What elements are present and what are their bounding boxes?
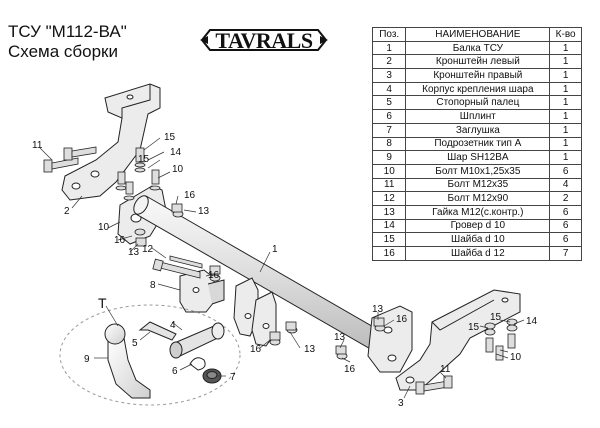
callout-14-a: 14 [170,147,182,158]
callout-13-c: 13 [304,344,316,355]
callout-13-b: 13 [128,247,140,258]
callout-16-e: 16 [396,314,408,325]
center-hitch-brackets [233,277,277,347]
leader-lines [39,137,525,399]
socket-bracket-part-8 [179,269,225,313]
callout-3: 3 [398,398,404,409]
cell-qty: 7 [549,246,582,261]
right-vertical-bolts [485,333,516,361]
callout-11-left: 11 [32,140,43,151]
tow-ball-part-9 [104,323,151,399]
callout-5: 5 [132,338,138,349]
cell-name: Шайба d 12 [405,246,551,261]
cell-pos: 14 [371,218,407,234]
callout-16-b: 16 [114,235,126,246]
callout-15-d: 15 [490,312,502,323]
stop-pin-part-5 [138,321,177,341]
cell-pos: 2 [371,54,407,70]
callout-12: 12 [142,244,154,255]
callout-15-a: 15 [164,132,176,143]
callout-7: 7 [230,372,236,383]
cotter-pin-part-6 [189,357,206,371]
callout-15-c: 15 [468,322,480,333]
callout-16-a: 16 [184,190,196,201]
callout-13-e: 13 [334,332,346,343]
callout-2: 2 [64,206,70,217]
callout-15-b: 15 [138,154,150,165]
ball-mount-body-part-4 [169,322,225,359]
callout-6: 6 [172,366,178,377]
callout-labels: 11 2 15 14 15 10 16 13 10 16 13 1 12 16 … [32,132,538,409]
cell-qty: 1 [549,122,582,138]
diagram-title: ТСУ "М112-ВА" Схема сборки [8,22,127,62]
nuts-and-washers [134,203,518,360]
callout-11-right: 11 [440,364,451,375]
callout-9: 9 [84,354,90,365]
cell-pos: 16 [371,246,407,261]
logo-text: TAVRALS [215,28,312,53]
callout-10-a: 10 [172,164,184,175]
title-line-scheme: Схема сборки [8,42,118,61]
callout-4: 4 [170,320,176,331]
callout-14-b: 14 [526,316,538,327]
callout-16-f: 16 [344,364,356,375]
callout-10-c: 10 [510,352,522,363]
cell-pos: 9 [371,150,407,165]
left-bolt-part-11 [43,146,97,173]
callout-8: 8 [150,280,156,291]
callout-13-a: 13 [198,206,210,217]
header-qty: К-во [549,27,582,42]
left-vertical-fasteners [115,147,161,201]
callout-T: T [98,295,107,311]
callout-13-d: 13 [372,304,384,315]
callout-10-b: 10 [98,222,110,233]
right-bolt-part-11 [415,375,453,395]
title-line-model: ТСУ "М112-ВА" [8,22,127,41]
callout-16-d: 16 [250,344,262,355]
left-bracket-part-2 [61,83,161,201]
tavrals-logo: TAVRALS [200,28,328,53]
callout-16-c: 16 [208,270,220,281]
right-bracket-part-3 [395,289,521,391]
long-bolts-part-12 [152,255,203,279]
callout-1: 1 [272,244,278,255]
tow-ball-group-outline [59,304,241,406]
table-header-row: Поз. НАИМЕНОВАНИЕ К-во [371,27,582,42]
